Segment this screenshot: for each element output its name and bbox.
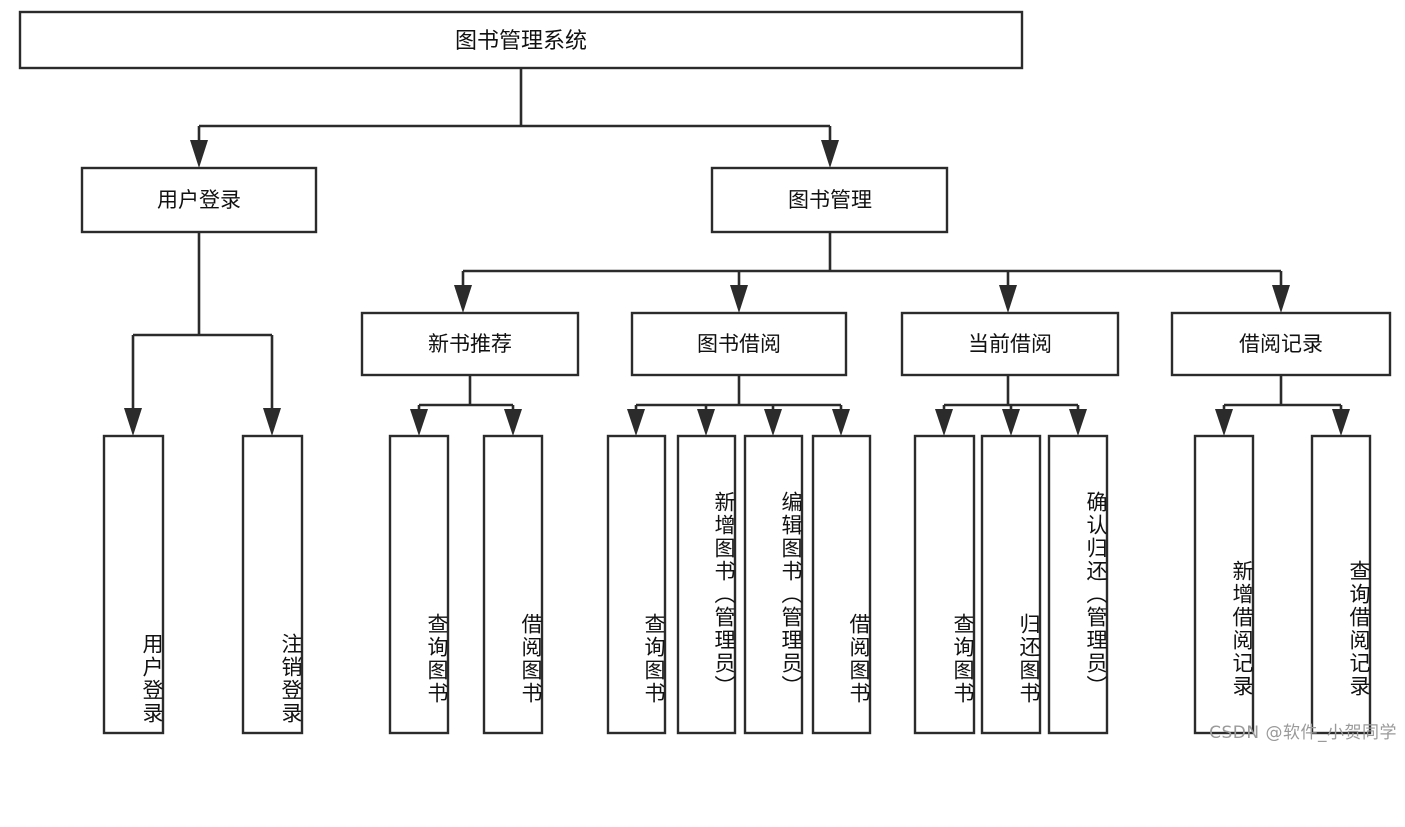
arrow-head-leaf-user-logout	[263, 408, 281, 436]
connector-group-borrow-record-children	[1215, 375, 1350, 436]
node-current-borrow[interactable]: 当前借阅	[900, 311, 1120, 377]
arrow-head-leaf-current-return	[1002, 409, 1020, 436]
node-root-box[interactable]	[18, 10, 1024, 70]
node-current-borrow-box[interactable]	[900, 311, 1120, 377]
connector-group-new-book-recommend-children	[410, 375, 522, 436]
node-book-manage-box[interactable]	[710, 166, 949, 234]
arrow-head-book-manage	[821, 140, 839, 168]
arrow-head-leaf-borrow-edit	[764, 409, 782, 436]
leaf-box-current-return[interactable]	[980, 434, 1042, 735]
connector-group-current-borrow-children	[935, 375, 1087, 436]
node-book-manage[interactable]: 图书管理	[710, 166, 949, 234]
node-new-book-recommend-box[interactable]	[360, 311, 580, 377]
leaf-box-recommend-query[interactable]	[388, 434, 450, 735]
leaf-box-recommend-borrow[interactable]	[482, 434, 544, 735]
diagram-canvas: 图书管理系统 用户登录 图书管理 新书推荐 图书借阅 当前借阅 借阅记录	[18, 10, 1397, 743]
arrow-head-leaf-record-add	[1215, 409, 1233, 436]
node-current-borrow-label: 当前借阅	[968, 332, 1052, 356]
connector-group-root-to-level2	[190, 68, 839, 168]
leaf-box-borrow-edit[interactable]	[743, 434, 804, 735]
leaf-box-borrow-add[interactable]	[676, 434, 737, 735]
arrow-head-leaf-borrow-query	[627, 409, 645, 436]
arrow-head-current-borrow	[999, 285, 1017, 313]
leaf-box-group	[102, 434, 1372, 735]
node-new-book-recommend[interactable]: 新书推荐	[360, 311, 580, 377]
arrow-head-borrow-record	[1272, 285, 1290, 313]
csdn-watermark: CSDN @软件_小贺同学	[1209, 723, 1397, 743]
leaf-box-current-query[interactable]	[913, 434, 976, 735]
arrow-head-leaf-recommend-borrow	[504, 409, 522, 436]
leaf-box-record-query[interactable]	[1310, 434, 1372, 735]
arrow-head-leaf-recommend-query	[410, 409, 428, 436]
node-new-book-recommend-label: 新书推荐	[428, 332, 512, 356]
leaf-box-current-confirm[interactable]	[1047, 434, 1109, 735]
node-root-label: 图书管理系统	[455, 29, 587, 54]
node-book-borrow-label: 图书借阅	[697, 332, 781, 356]
leaf-box-borrow-query[interactable]	[606, 434, 667, 735]
arrow-head-leaf-current-query	[935, 409, 953, 436]
arrow-head-book-borrow	[730, 285, 748, 313]
connector-group-user-login-children	[124, 232, 281, 436]
node-borrow-record[interactable]: 借阅记录	[1170, 311, 1392, 377]
node-user-login-label: 用户登录	[157, 188, 241, 212]
node-borrow-record-box[interactable]	[1170, 311, 1392, 377]
arrow-head-leaf-borrow-add	[697, 409, 715, 436]
leaf-box-record-add[interactable]	[1193, 434, 1255, 735]
arrow-head-leaf-record-query	[1332, 409, 1350, 436]
arrow-head-leaf-borrow-borrow	[832, 409, 850, 436]
connector-group-book-borrow-children	[627, 375, 850, 436]
arrow-head-leaf-user-login	[124, 408, 142, 436]
leaf-box-borrow-borrow[interactable]	[811, 434, 872, 735]
arrow-head-new-book-recommend	[454, 285, 472, 313]
node-book-manage-label: 图书管理	[788, 188, 872, 212]
arrow-head-user-login	[190, 140, 208, 168]
leaf-box-user-login[interactable]	[102, 434, 165, 735]
node-book-borrow-box[interactable]	[630, 311, 848, 377]
node-user-login[interactable]: 用户登录	[80, 166, 318, 234]
arrow-head-leaf-current-confirm	[1069, 409, 1087, 436]
node-user-login-box[interactable]	[80, 166, 318, 234]
connector-group-book-manage-to-level3	[454, 232, 1290, 313]
node-borrow-record-label: 借阅记录	[1239, 332, 1323, 356]
flowchart-svg: 图书管理系统 用户登录 图书管理 新书推荐 图书借阅 当前借阅 借阅记录	[18, 10, 1392, 735]
leaf-box-user-logout[interactable]	[241, 434, 304, 735]
node-book-borrow[interactable]: 图书借阅	[630, 311, 848, 377]
node-root[interactable]: 图书管理系统	[18, 10, 1024, 70]
